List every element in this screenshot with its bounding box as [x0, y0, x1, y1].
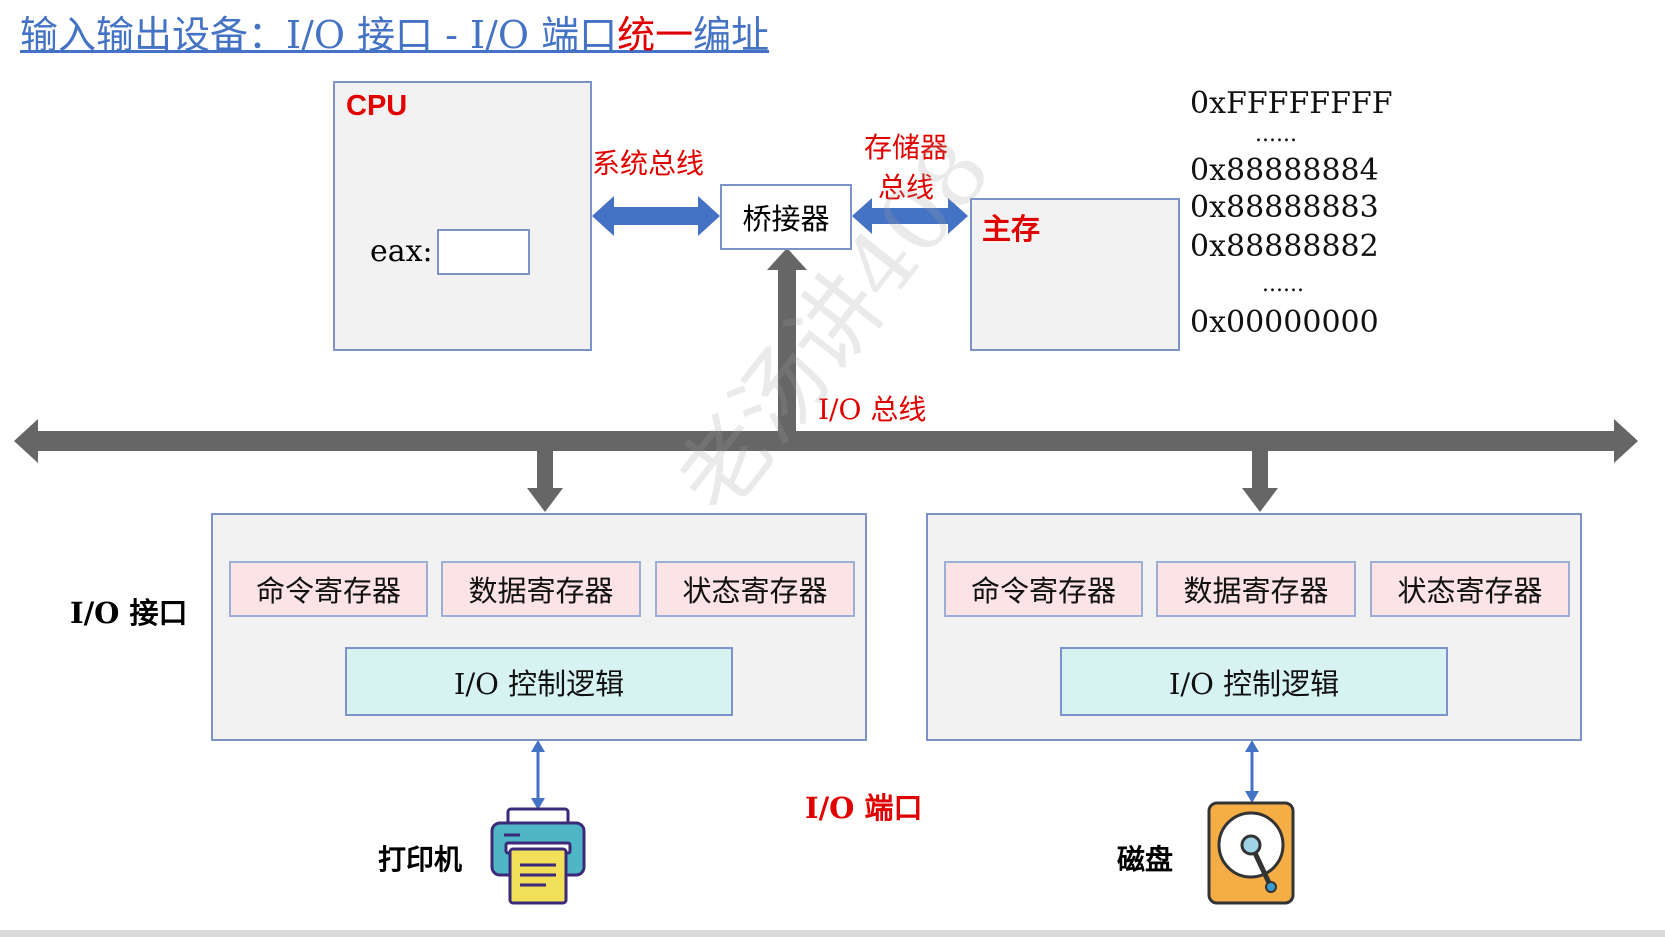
address-item: 0x88888882: [1190, 229, 1379, 264]
address-item: 0x88888883: [1190, 190, 1379, 225]
system-bus-label: 系统总线: [592, 147, 705, 180]
title-suffix: 编址: [693, 13, 770, 57]
right-io-control-logic: I/O 控制逻辑: [1060, 647, 1448, 716]
printer-label: 打印机: [378, 843, 463, 876]
disk-connector-bottom-head: [1245, 791, 1259, 803]
cpu-box: [333, 81, 592, 351]
main-memory-box: [970, 198, 1180, 351]
printer-icon: [490, 807, 586, 905]
eax-label: eax:: [370, 234, 433, 269]
right-command-register: 命令寄存器: [944, 561, 1143, 617]
io-interface-label: I/O 接口: [70, 596, 188, 630]
left-io-control-logic: I/O 控制逻辑: [345, 647, 733, 716]
title-main: 输入输出设备：I/O 接口 - I/O 端口: [20, 13, 618, 57]
address-item: ......: [1262, 272, 1304, 297]
disk-label: 磁盘: [1117, 843, 1174, 876]
page-title: 输入输出设备：I/O 接口 - I/O 端口统一编址: [20, 4, 769, 59]
memory-bus-label: 存储器 总线: [857, 126, 955, 206]
address-item: 0xFFFFFFFF: [1190, 86, 1393, 121]
right-interface-drop-arrowhead: [1242, 488, 1278, 512]
right-interface-drop: [1252, 451, 1268, 491]
bridge-io-connector: [778, 268, 796, 433]
left-data-register: 数据寄存器: [441, 561, 641, 617]
address-item: 0x00000000: [1190, 305, 1379, 340]
io-port-label: I/O 端口: [805, 791, 923, 825]
io-bus-label: I/O 总线: [818, 393, 927, 426]
left-interface-drop-arrowhead: [527, 488, 563, 512]
printer-connector-top-head: [531, 740, 545, 752]
disk-connector-top-head: [1245, 740, 1259, 752]
bridge-io-arrowhead: [767, 248, 807, 270]
footer-bar: [0, 930, 1665, 937]
address-item: 0x88888884: [1190, 153, 1379, 188]
memory-bus-arrow: [852, 198, 968, 234]
printer-connector-bottom-head: [531, 798, 545, 810]
right-status-register: 状态寄存器: [1370, 561, 1570, 617]
left-interface-drop: [537, 451, 553, 491]
system-bus-arrow: [592, 196, 720, 236]
cpu-label: CPU: [346, 90, 408, 122]
address-item: ......: [1255, 122, 1297, 147]
left-command-register: 命令寄存器: [229, 561, 428, 617]
eax-register: [437, 229, 530, 275]
right-data-register: 数据寄存器: [1156, 561, 1356, 617]
memory-bus-label-line2: 总线: [877, 171, 934, 204]
io-bus-arrow: [14, 419, 1638, 463]
main-memory-label: 主存: [982, 212, 1041, 246]
left-status-register: 状态寄存器: [655, 561, 855, 617]
memory-bus-label-line1: 存储器: [863, 131, 948, 164]
bridge-box: 桥接器: [720, 184, 852, 250]
hard-disk-icon: [1207, 801, 1295, 905]
title-highlight: 统一: [617, 13, 694, 57]
